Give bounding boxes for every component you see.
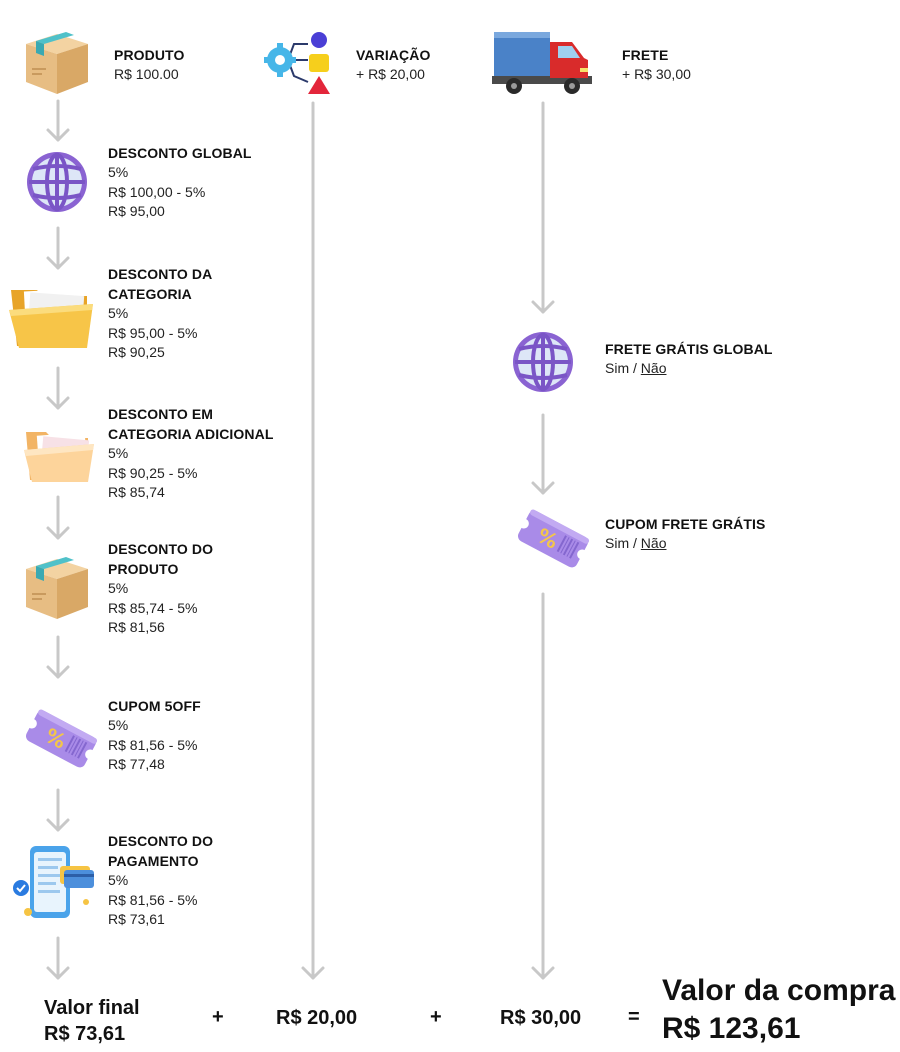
arrow-left-3 (46, 366, 70, 410)
truck-icon (492, 32, 592, 94)
step-desconto-produto: DESCONTO DO PRODUTO 5% R$ 85,74 - 5% R$ … (108, 539, 213, 638)
step-title: CUPOM FRETE GRÁTIS (605, 516, 766, 532)
purchase-label: Valor da compra (662, 974, 896, 1007)
step-title: PAGAMENTO (108, 853, 199, 869)
step-line: R$ 85,74 - 5% (108, 599, 198, 616)
globe-icon (27, 152, 87, 212)
step-desconto-pagamento: DESCONTO DO PAGAMENTO 5% R$ 81,56 - 5% R… (108, 831, 213, 930)
step-line: 5% (108, 872, 129, 888)
step-line: R$ 100.00 (114, 66, 179, 82)
step-line: R$ 81,56 (108, 619, 165, 635)
step-line: R$ 73,61 (108, 911, 165, 927)
step-variacao: VARIAÇÃO + R$ 20,00 (356, 45, 430, 85)
plus-sign: + (212, 1006, 224, 1028)
arrow-left-1 (46, 99, 70, 142)
step-title: CUPOM 5OFF (108, 698, 201, 714)
step-line: Sim / Não (605, 534, 765, 554)
step-title: PRODUTO (114, 47, 185, 63)
step-line: 5% (108, 717, 129, 733)
step-desconto-global: DESCONTO GLOBAL 5% R$ 100,00 - 5% R$ 95,… (108, 143, 252, 222)
option-yes: Sim (605, 535, 630, 551)
final-label: Valor final (44, 997, 140, 1019)
final-value: R$ 73,61 (44, 1023, 126, 1045)
purchase-value: R$ 123,61 (662, 1012, 801, 1045)
option-separator: / (629, 360, 641, 376)
step-title: CATEGORIA (108, 286, 192, 302)
option-separator: / (629, 535, 641, 551)
step-line: R$ 77,48 (108, 756, 165, 772)
coupon-icon: % (25, 709, 98, 768)
arrow-ship-2 (531, 413, 555, 495)
step-title: DESCONTO GLOBAL (108, 145, 252, 161)
step-line: R$ 95,00 - 5% (108, 324, 198, 341)
folder-open-icon (24, 432, 94, 482)
step-frete: FRETE + R$ 30,00 (622, 45, 691, 85)
arrow-variation (301, 101, 325, 980)
step-title: CATEGORIA ADICIONAL (108, 426, 274, 442)
step-desconto-categoria: DESCONTO DA CATEGORIA 5% R$ 95,00 - 5% R… (108, 264, 212, 363)
globe-icon (513, 332, 573, 392)
plus-sign: + (430, 1006, 442, 1028)
step-produto: PRODUTO R$ 100.00 (114, 45, 184, 85)
step-cupom-frete-gratis: CUPOM FRETE GRÁTIS Sim / Não (605, 514, 765, 554)
step-cupom-5off: CUPOM 5OFF 5% R$ 81,56 - 5% R$ 77,48 (108, 696, 201, 775)
option-yes: Sim (605, 360, 630, 376)
step-line: 5% (108, 580, 129, 596)
step-line: + R$ 20,00 (356, 66, 425, 82)
step-title: DESCONTO DA (108, 266, 213, 282)
step-frete-gratis-global: FRETE GRÁTIS GLOBAL Sim / Não (605, 339, 773, 379)
step-title: PRODUTO (108, 561, 179, 577)
step-title: FRETE GRÁTIS GLOBAL (605, 341, 773, 357)
arrow-left-6 (46, 788, 70, 832)
purchase-value-block: Valor da compra R$ 123,61 (662, 972, 895, 1048)
step-line: R$ 90,25 - 5% (108, 464, 198, 481)
step-line: + R$ 30,00 (622, 66, 691, 82)
step-title: DESCONTO DO (108, 541, 214, 557)
step-title: FRETE (622, 47, 669, 63)
step-line: 5% (108, 164, 129, 180)
step-line: 5% (108, 305, 129, 321)
step-title: VARIAÇÃO (356, 47, 431, 63)
arrow-left-7 (46, 936, 70, 980)
folder-icon (9, 288, 93, 348)
equals-sign: = (628, 1006, 640, 1028)
step-line: 5% (108, 445, 129, 461)
step-line: R$ 95,00 (108, 203, 165, 219)
arrow-left-4 (46, 495, 70, 540)
option-no: Não (640, 535, 667, 551)
step-desconto-categoria-adicional: DESCONTO EM CATEGORIA ADICIONAL 5% R$ 90… (108, 404, 273, 503)
arrow-left-2 (46, 226, 70, 270)
step-title: DESCONTO DO (108, 833, 214, 849)
box-icon (26, 557, 88, 619)
shapes-gear-icon (264, 32, 330, 94)
box-icon (26, 32, 88, 94)
option-no: Não (640, 360, 667, 376)
step-line: R$ 85,74 (108, 484, 165, 500)
arrow-left-5 (46, 635, 70, 679)
step-line: R$ 100,00 - 5% (108, 183, 206, 200)
step-title: DESCONTO EM (108, 406, 214, 422)
coupon-icon: % (517, 509, 590, 568)
variation-total: R$ 20,00 (276, 1007, 358, 1029)
final-value-block: Valor final R$ 73,61 (44, 995, 140, 1047)
phone-payment-icon (13, 846, 94, 918)
arrow-ship-3 (531, 592, 555, 980)
step-line: R$ 81,56 - 5% (108, 891, 198, 908)
step-line: Sim / Não (605, 359, 773, 379)
arrow-ship-1 (531, 101, 555, 314)
shipping-total: R$ 30,00 (500, 1007, 582, 1029)
step-line: R$ 81,56 - 5% (108, 736, 198, 753)
step-line: R$ 90,25 (108, 344, 165, 360)
